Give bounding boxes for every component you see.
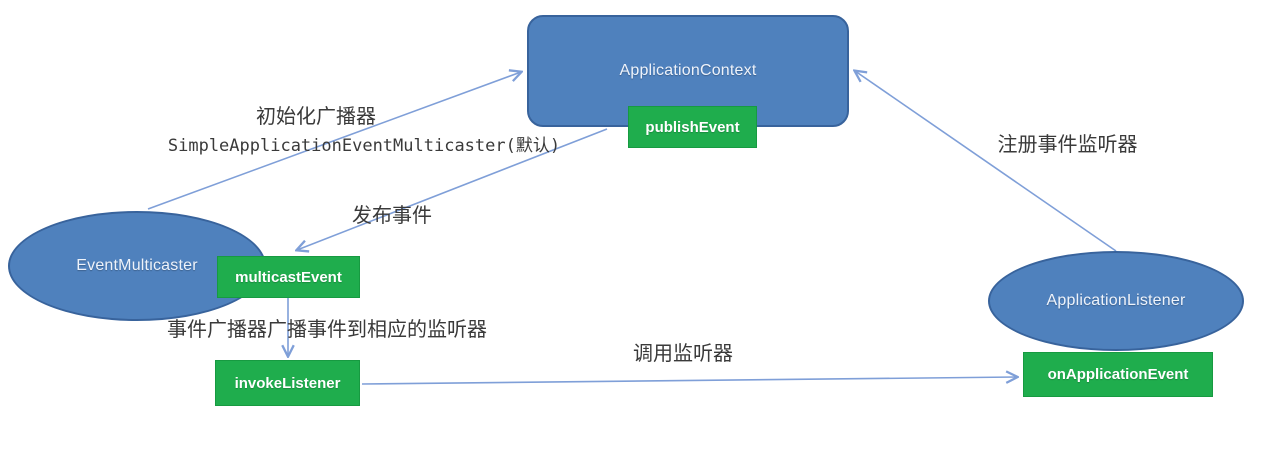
badge-on-application-event: onApplicationEvent [1023,352,1213,397]
badge-publish-event: publishEvent [628,106,757,148]
edge-label-init-multicaster-line2: SimpleApplicationEventMulticaster(默认) [167,136,561,156]
badge-invoke-listener: invokeListener [215,360,360,406]
node-application-context-label: ApplicationContext [619,62,757,79]
node-event-multicaster-label: EventMulticaster [76,257,198,274]
edge-register-listener [855,71,1117,252]
edge-invoke-to-onapplicationevent [361,377,1017,385]
badge-on-application-event-label: onApplicationEvent [1047,366,1189,383]
badge-multicast-event-label: multicastEvent [235,268,342,286]
edge-label-init-multicaster-line1: 初始化广播器 [256,106,376,128]
node-application-listener: ApplicationListener [988,251,1244,351]
edge-label-invoke-listener: 调用监听器 [633,343,733,365]
node-application-listener-label: ApplicationListener [1046,292,1186,309]
edge-label-register-listener: 注册事件监听器 [997,134,1138,156]
edge-label-broadcast-note: 事件广播器广播事件到相应的监听器 [167,319,487,341]
edge-label-publish-event: 发布事件 [352,205,432,227]
badge-multicast-event: multicastEvent [217,256,360,298]
badge-publish-event-label: publishEvent [645,118,740,136]
badge-invoke-listener-label: invokeListener [234,374,341,392]
